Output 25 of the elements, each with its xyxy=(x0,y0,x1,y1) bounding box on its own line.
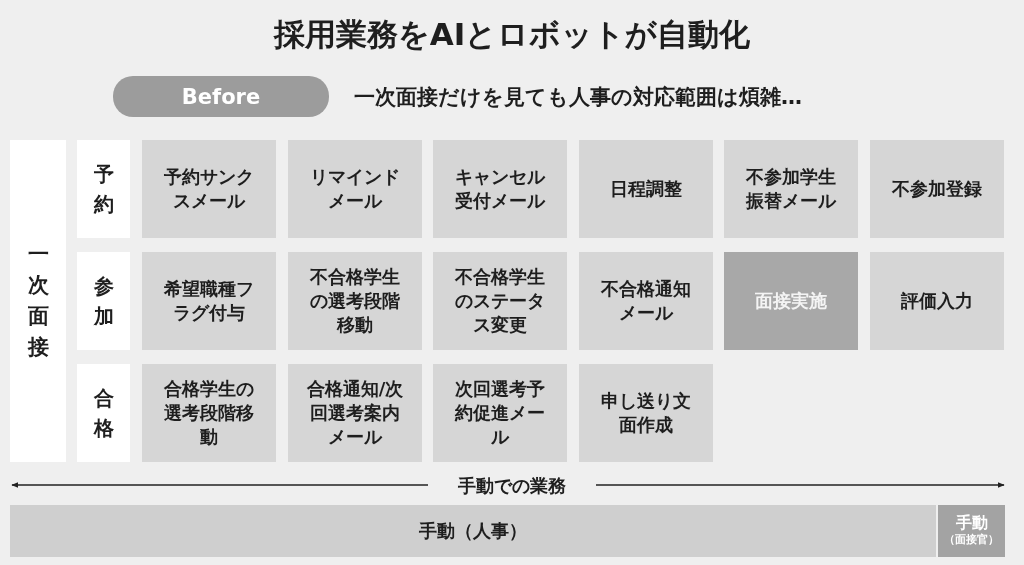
manual-bar: 手動（面接官） xyxy=(938,505,1005,557)
task-box: キャンセル受付メール xyxy=(433,140,567,238)
title: 採用業務をAIとロボットが自動化 xyxy=(272,15,752,54)
row-header: 合格 xyxy=(77,364,130,462)
task-box: 合格通知/次回選考案内メール xyxy=(288,364,422,462)
task-box: リマインドメール xyxy=(288,140,422,238)
task-box: 不参加登録 xyxy=(870,140,1004,238)
task-box: 合格学生の選考段階移動 xyxy=(142,364,276,462)
task-box: 日程調整 xyxy=(579,140,713,238)
task-box: 次回選考予約促進メール xyxy=(433,364,567,462)
task-box: 面接実施 xyxy=(724,252,858,350)
before-badge: Before xyxy=(113,76,329,117)
task-box: 希望職種フラグ付与 xyxy=(142,252,276,350)
stage-label: 一次面接 xyxy=(10,140,66,462)
row-header: 予約 xyxy=(77,140,130,238)
note-text: 一次面接だけを見ても人事の対応範囲は煩雑… xyxy=(354,84,802,111)
manual-bar: 手動（人事） xyxy=(10,505,936,557)
task-box: 不合格学生の選考段階移動 xyxy=(288,252,422,350)
task-box: 予約サンクスメール xyxy=(142,140,276,238)
row-header: 参加 xyxy=(77,252,130,350)
task-box: 申し送り文面作成 xyxy=(579,364,713,462)
task-box: 評価入力 xyxy=(870,252,1004,350)
task-box: 不合格学生のステータス変更 xyxy=(433,252,567,350)
task-box: 不参加学生振替メール xyxy=(724,140,858,238)
task-box: 不合格通知メール xyxy=(579,252,713,350)
